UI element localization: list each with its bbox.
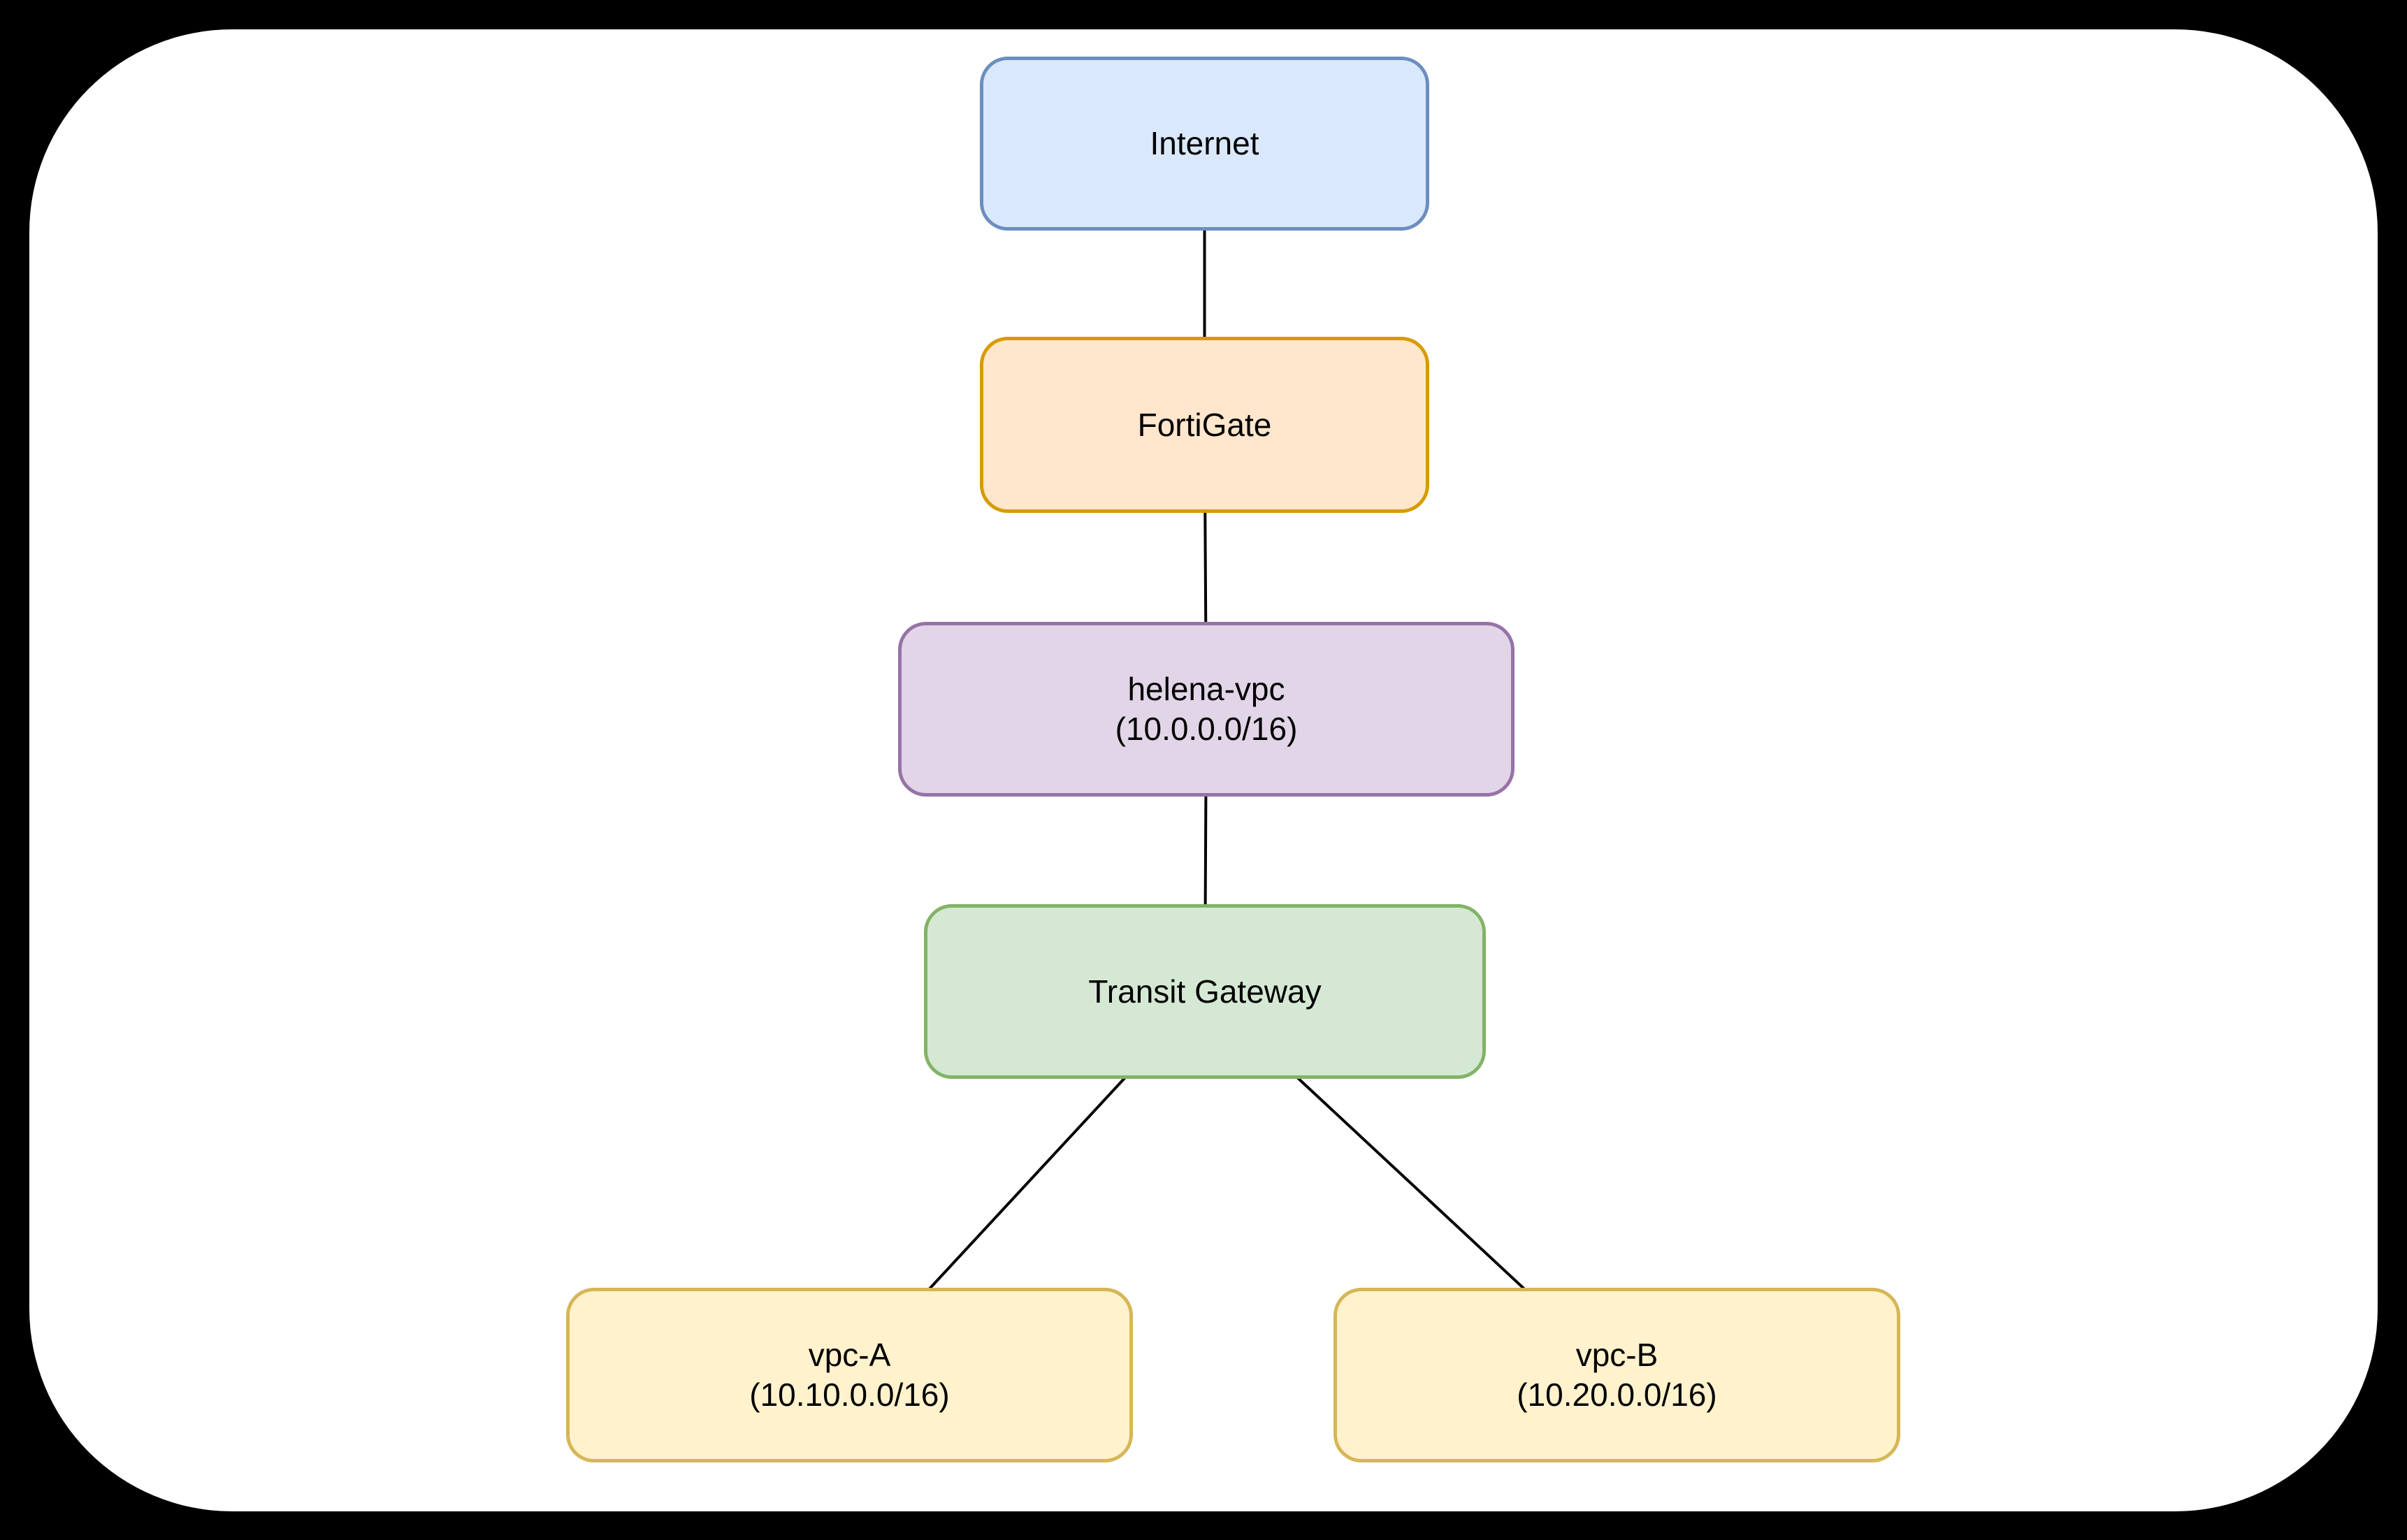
node-vpc-a-cidr: (10.10.0.0/16) — [749, 1376, 950, 1413]
node-vpc-b-cidr: (10.20.0.0/16) — [1517, 1376, 1717, 1413]
node-helena-vpc: helena-vpc (10.0.0.0/16) — [898, 622, 1515, 797]
node-transit-gateway-label: Transit Gateway — [1088, 973, 1322, 1010]
node-vpc-b: vpc-B (10.20.0.0/16) — [1333, 1288, 1900, 1462]
node-fortigate: FortiGate — [980, 337, 1429, 513]
node-helena-vpc-cidr: (10.0.0.0/16) — [1115, 711, 1298, 747]
node-vpc-b-name: vpc-B — [1575, 1337, 1658, 1373]
node-transit-gateway: Transit Gateway — [924, 904, 1486, 1079]
node-helena-vpc-name: helena-vpc — [1127, 671, 1285, 707]
node-internet-label: Internet — [1150, 125, 1259, 161]
node-vpc-a: vpc-A (10.10.0.0/16) — [566, 1288, 1133, 1462]
node-vpc-a-name: vpc-A — [808, 1337, 891, 1373]
node-internet: Internet — [980, 57, 1429, 231]
node-fortigate-label: FortiGate — [1137, 406, 1272, 443]
